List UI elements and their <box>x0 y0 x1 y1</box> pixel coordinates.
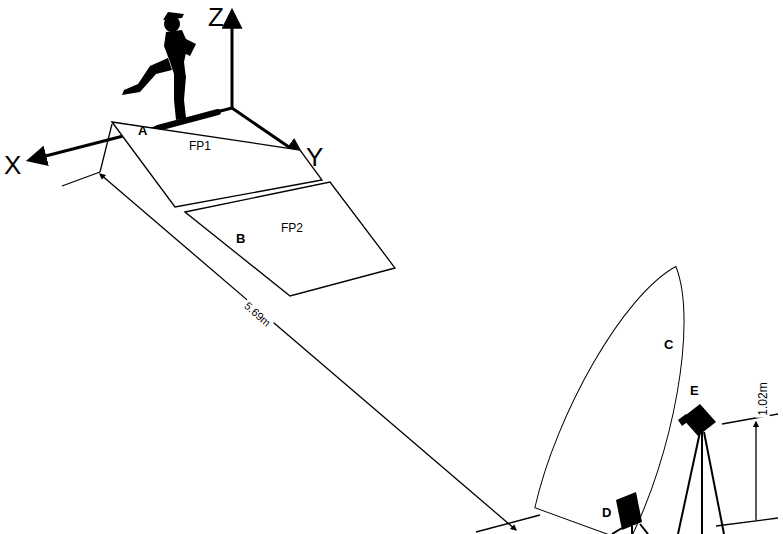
axis-label: X <box>4 152 21 178</box>
callout-letter: D <box>602 506 611 519</box>
dimension-tick <box>476 515 540 532</box>
z-axis <box>231 12 234 108</box>
callout-letter: C <box>664 338 673 351</box>
camera-d <box>612 492 648 534</box>
camera-e <box>678 404 724 534</box>
plate-outline <box>183 178 399 300</box>
plate-label: FP1 <box>189 140 211 152</box>
plate-edge <box>100 124 112 172</box>
callout-letter: E <box>690 384 699 397</box>
pitching-rubber <box>158 112 218 128</box>
dimension-tick <box>716 518 778 526</box>
plate-polygon <box>185 182 395 296</box>
callout-letter: B <box>236 232 245 245</box>
force-plate: FP2 <box>183 178 399 300</box>
dimension-tick <box>62 172 100 186</box>
dimension-label: 5.69m <box>240 298 275 330</box>
dimension-line <box>100 174 516 530</box>
axis-label: Y <box>306 144 323 170</box>
plate-label: FP2 <box>281 222 303 234</box>
axis-label: Z <box>208 4 224 30</box>
callout-letter: A <box>138 124 147 137</box>
pitcher-silhouette <box>122 12 196 120</box>
dimension-label: 1.02m <box>756 380 770 417</box>
net-screen <box>532 248 726 534</box>
dimension-arrow <box>755 422 756 520</box>
